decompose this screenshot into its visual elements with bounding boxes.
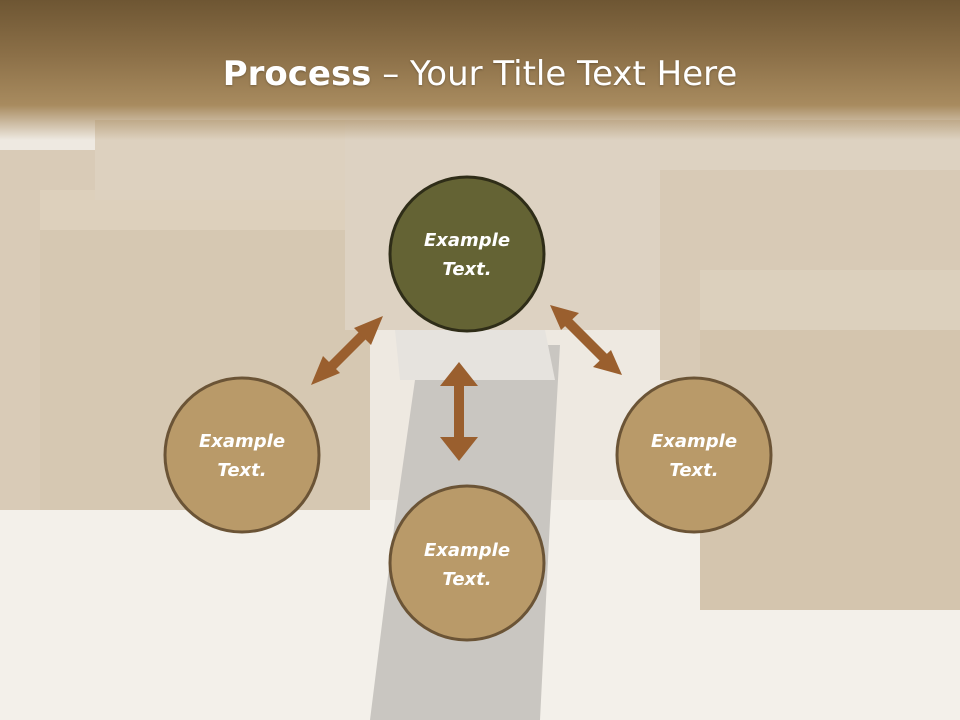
node-left-line1: Example	[199, 431, 285, 452]
node-bottom[interactable]: Example Text.	[388, 484, 546, 642]
title-bold: Process	[222, 54, 372, 94]
node-left-line2: Text.	[217, 460, 266, 481]
node-bottom-line2: Text.	[442, 569, 491, 590]
arrow-vertical	[440, 362, 478, 461]
node-top[interactable]: Example Text.	[388, 175, 546, 333]
node-top-line1: Example	[424, 230, 510, 251]
node-left[interactable]: Example Text.	[163, 376, 321, 534]
arrow-top-right	[550, 305, 622, 375]
node-right[interactable]: Example Text.	[615, 376, 773, 534]
slide-title: Process – Your Title Text Here	[0, 50, 960, 98]
title-band	[0, 0, 960, 140]
title-rest: – Your Title Text Here	[371, 54, 738, 94]
node-top-line2: Text.	[442, 259, 491, 280]
arrow-top-left	[311, 316, 383, 385]
node-right-line1: Example	[651, 431, 737, 452]
node-right-line2: Text.	[669, 460, 718, 481]
node-bottom-line1: Example	[424, 540, 510, 561]
